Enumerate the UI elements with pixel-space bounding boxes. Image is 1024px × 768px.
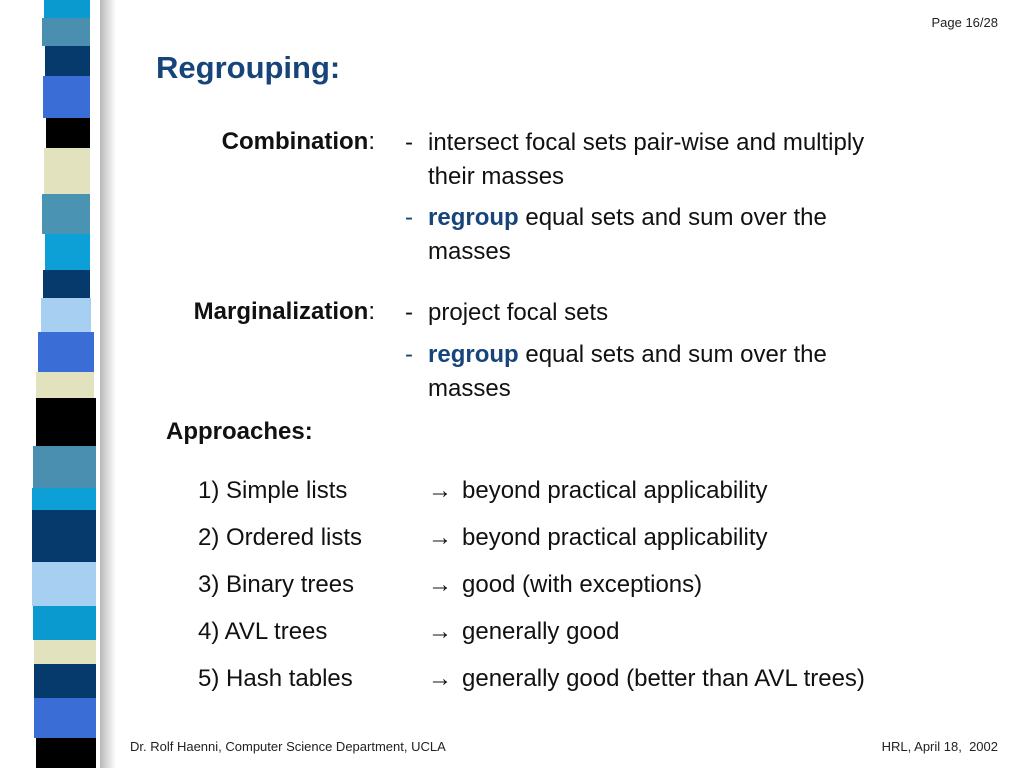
- line: project focal sets: [428, 299, 609, 326]
- strip-block: [42, 194, 90, 234]
- strip-block: [38, 332, 94, 372]
- marginalization-label-text: Marginalization: [193, 298, 369, 325]
- approach-result: beyond practical applicability: [462, 524, 768, 551]
- arrow-right-icon: →: [428, 571, 452, 598]
- line-rest: equal sets and sum over the: [518, 341, 827, 368]
- page-number: Page 16/28: [931, 15, 998, 30]
- marginalization-label: Marginalization:: [130, 298, 375, 326]
- strip-block: [44, 148, 90, 194]
- combination-label-text: Combination: [221, 128, 369, 155]
- strip-block: [34, 698, 96, 738]
- strip-block: [33, 446, 96, 488]
- arrow-right-icon: →: [428, 665, 452, 692]
- approach-result: generally good: [462, 618, 620, 645]
- combination-item-2-text: regroup equal sets and sum over the mass…: [428, 201, 988, 269]
- strip-block: [36, 372, 94, 398]
- combination-item-1-text: intersect focal sets pair-wise and multi…: [428, 126, 988, 194]
- colon: :: [368, 128, 375, 155]
- approach-result: generally good (better than AVL trees): [462, 665, 865, 692]
- dash: -: [405, 129, 413, 156]
- approach-name: 4) AVL trees: [198, 618, 328, 645]
- strip-block: [46, 118, 90, 148]
- strip-shadow: [100, 0, 116, 768]
- arrow-right-icon: →: [428, 618, 452, 645]
- line: masses: [428, 238, 511, 265]
- line: their masses: [428, 163, 565, 190]
- marginalization-item-1-text: project focal sets: [428, 296, 988, 330]
- strip-block: [41, 298, 91, 332]
- approach-name: 1) Simple lists: [198, 477, 348, 504]
- strip-block: [36, 398, 96, 446]
- dash: -: [405, 299, 413, 326]
- dash: -: [405, 204, 413, 231]
- colon: :: [368, 298, 375, 325]
- regroup-keyword: regroup: [428, 341, 519, 368]
- marginalization-item-2-text: regroup equal sets and sum over the mass…: [428, 338, 988, 406]
- footer-author: Dr. Rolf Haenni, Computer Science Depart…: [130, 739, 446, 754]
- line: intersect focal sets pair-wise and multi…: [428, 129, 865, 156]
- approach-name: 5) Hash tables: [198, 665, 353, 692]
- arrow-right-icon: →: [428, 524, 452, 551]
- strip-block: [32, 488, 96, 510]
- strip-block: [32, 510, 96, 562]
- strip-block: [32, 562, 96, 606]
- approaches-heading: Approaches:: [166, 418, 313, 445]
- strip-block: [36, 738, 96, 768]
- slide-title: Regrouping:: [156, 50, 341, 85]
- strip-block: [45, 46, 90, 76]
- approach-result: beyond practical applicability: [462, 477, 768, 504]
- strip-block: [45, 234, 90, 270]
- strip-block: [33, 606, 96, 640]
- strip-block: [43, 270, 90, 298]
- footer-date: HRL, April 18, 2002: [881, 739, 998, 754]
- strip-block: [44, 0, 90, 18]
- regroup-keyword: regroup: [428, 204, 519, 231]
- arrow-right-icon: →: [428, 477, 452, 504]
- line-rest: equal sets and sum over the: [518, 204, 827, 231]
- approach-name: 3) Binary trees: [198, 571, 355, 598]
- strip-block: [34, 664, 96, 698]
- strip-block: [42, 18, 90, 46]
- line: masses: [428, 375, 511, 402]
- strip-block: [34, 640, 96, 664]
- dash: -: [405, 341, 413, 368]
- strip-block: [43, 76, 90, 118]
- approach-result: good (with exceptions): [462, 571, 703, 598]
- combination-label: Combination:: [150, 128, 375, 156]
- approach-name: 2) Ordered lists: [198, 524, 363, 551]
